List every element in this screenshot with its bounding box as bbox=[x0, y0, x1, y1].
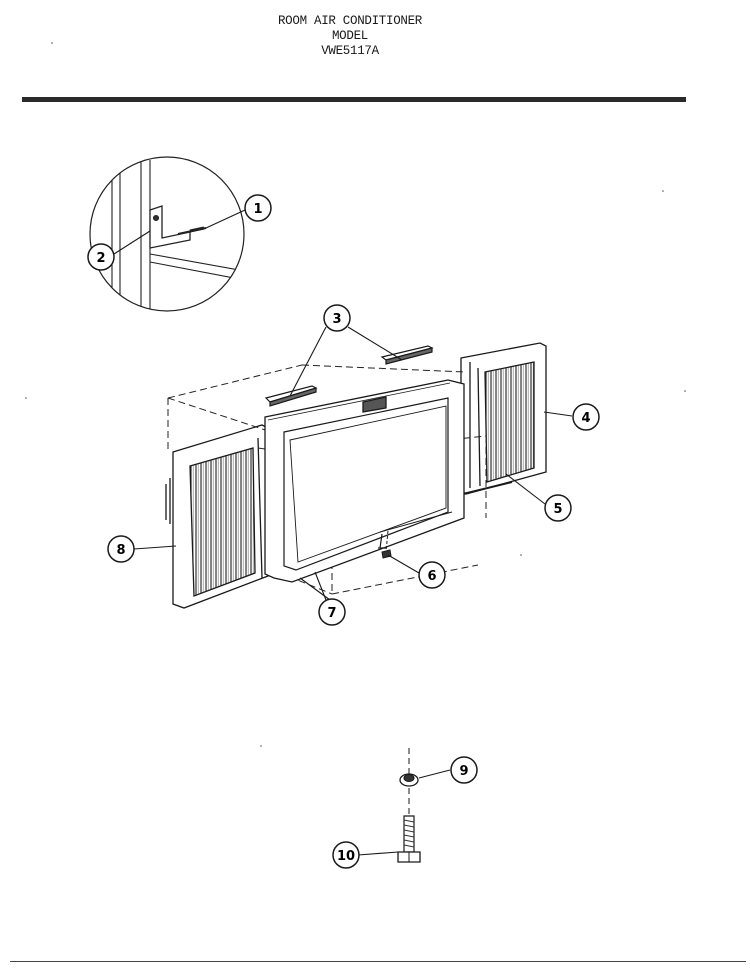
header-model-number: VWE5117A bbox=[321, 44, 379, 58]
callout-4: 4 bbox=[572, 403, 600, 431]
callout-9-label: 9 bbox=[459, 764, 468, 779]
nut-and-bolt-hardware bbox=[397, 748, 421, 863]
top-rule bbox=[22, 97, 686, 102]
bottom-rule bbox=[10, 961, 746, 962]
callout-1-label: 1 bbox=[253, 202, 262, 217]
callout-6-label: 6 bbox=[427, 569, 436, 584]
callout-7-label: 7 bbox=[327, 606, 336, 621]
callout-leader-lines bbox=[113, 209, 573, 856]
callout-3-label: 3 bbox=[332, 312, 341, 327]
callout-6: 6 bbox=[418, 561, 446, 589]
scan-specks bbox=[25, 42, 686, 747]
callout-10-label: 10 bbox=[337, 849, 355, 864]
page-header: ROOM AIR CONDITIONER MODEL VWE5117A bbox=[0, 14, 700, 59]
callout-9: 9 bbox=[450, 756, 478, 784]
front-frame bbox=[264, 379, 465, 583]
header-title: ROOM AIR CONDITIONER bbox=[277, 14, 423, 28]
callout-5-label: 5 bbox=[553, 502, 562, 517]
callout-4-label: 4 bbox=[581, 411, 590, 426]
callout-2: 2 bbox=[87, 243, 115, 271]
callout-8: 8 bbox=[107, 535, 135, 563]
callout-10: 10 bbox=[332, 841, 360, 869]
callout-8-label: 8 bbox=[116, 543, 125, 558]
callout-5: 5 bbox=[544, 494, 572, 522]
callout-3: 3 bbox=[323, 304, 351, 332]
callout-7: 7 bbox=[318, 598, 346, 626]
header-model-label: MODEL bbox=[331, 29, 368, 43]
right-side-curtain-panel bbox=[460, 342, 547, 495]
callout-1: 1 bbox=[244, 194, 272, 222]
callout-2-label: 2 bbox=[96, 251, 105, 266]
bracket-detail bbox=[89, 156, 245, 312]
left-side-curtain-panel bbox=[165, 424, 269, 609]
